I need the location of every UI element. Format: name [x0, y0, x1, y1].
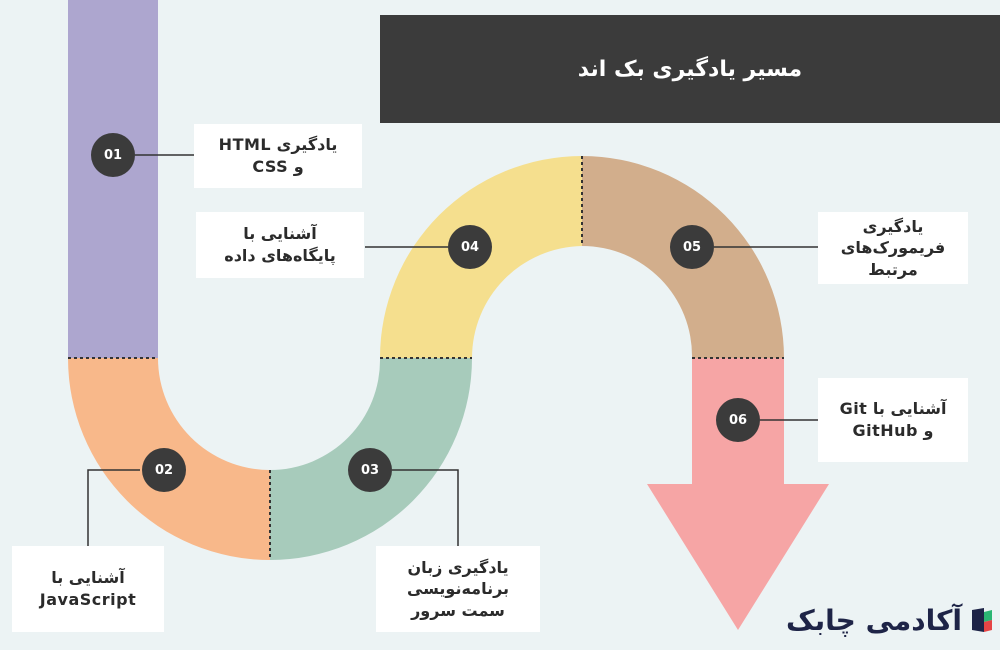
connector-02 — [87, 469, 140, 548]
path-segment-06-arrow — [647, 358, 829, 630]
brand-logo[interactable]: آکادمی چابک — [742, 600, 994, 640]
step-label-06: آشنایی با Git و GitHub — [839, 399, 947, 440]
logo-text: آکادمی چابک — [785, 603, 962, 637]
step-label-05: یادگیری فریمورک‌های مرتبط — [840, 216, 946, 279]
step-badge-03: 03 — [348, 448, 392, 492]
chabok-logo-icon — [972, 608, 992, 632]
step-badge-04: 04 — [448, 225, 492, 269]
connector-03 — [392, 469, 459, 548]
step-badge-05: 05 — [670, 225, 714, 269]
step-label-01: یادگیری HTML و CSS — [218, 135, 338, 176]
step-card-02: آشنایی با JavaScript — [12, 546, 164, 632]
step-label-03: یادگیری زبان برنامه‌نویسی سمت سرور — [406, 557, 510, 620]
step-badge-02: 02 — [142, 448, 186, 492]
step-badge-01: 01 — [91, 133, 135, 177]
step-card-03: یادگیری زبان برنامه‌نویسی سمت سرور — [376, 546, 540, 632]
step-card-01: یادگیری HTML و CSS — [194, 124, 362, 188]
title-banner: مسیر یادگیری بک اند — [380, 15, 1000, 123]
step-card-04: آشنایی با پایگاه‌های داده — [196, 212, 364, 278]
step-label-02: آشنایی با JavaScript — [39, 568, 137, 609]
path-segment-01 — [68, 0, 158, 358]
step-card-05: یادگیری فریمورک‌های مرتبط — [818, 212, 968, 284]
step-card-06: آشنایی با Git و GitHub — [818, 378, 968, 462]
page-title: مسیر یادگیری بک اند — [577, 56, 803, 82]
step-badge-06: 06 — [716, 398, 760, 442]
step-label-04: آشنایی با پایگاه‌های داده — [224, 224, 336, 265]
